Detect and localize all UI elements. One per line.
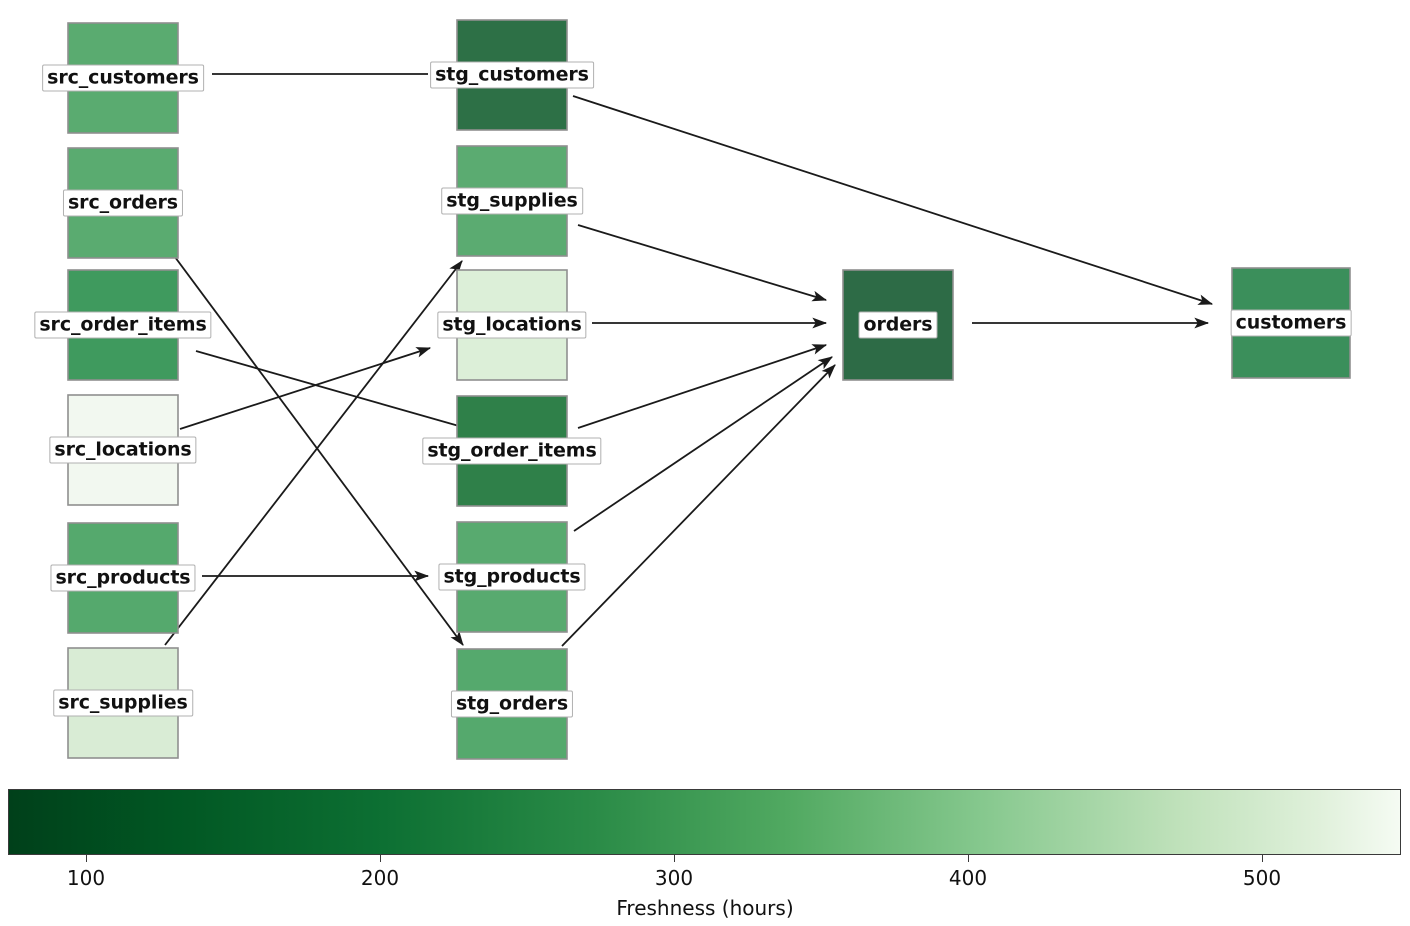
node-label-customers[interactable]: customers (1230, 309, 1352, 337)
node-label-stg_order_items[interactable]: stg_order_items (422, 437, 602, 465)
node-label-stg_locations[interactable]: stg_locations (437, 311, 587, 339)
node-label-orders[interactable]: orders (858, 311, 938, 339)
node-label-src_products[interactable]: src_products (50, 564, 196, 592)
colorbar-tick-mark-100 (86, 855, 87, 862)
colorbar-tick-mark-400 (968, 855, 969, 862)
node-label-stg_customers[interactable]: stg_customers (430, 61, 594, 89)
colorbar-title: Freshness (hours) (616, 896, 794, 920)
node-label-src_customers[interactable]: src_customers (42, 64, 204, 92)
node-label-stg_products[interactable]: stg_products (438, 563, 586, 591)
colorbar-tick-label-400: 400 (948, 866, 988, 890)
node-label-stg_supplies[interactable]: stg_supplies (441, 187, 583, 215)
edges-layer (164, 73, 1214, 647)
node-label-stg_orders[interactable]: stg_orders (450, 690, 574, 718)
node-label-src_supplies[interactable]: src_supplies (53, 689, 193, 717)
edge-stg_orders-to-orders (561, 364, 836, 647)
colorbar-tick-label-100: 100 (66, 866, 106, 890)
colorbar-tick-label-300: 300 (654, 866, 694, 890)
colorbar (8, 789, 1401, 855)
edge-src_locations-to-stg_locations (179, 347, 432, 430)
colorbar-tick-label-500: 500 (1242, 866, 1282, 890)
colorbar-tick-mark-500 (1262, 855, 1263, 862)
edge-stg_supplies-to-orders (577, 224, 828, 302)
node-label-src_locations[interactable]: src_locations (49, 436, 197, 464)
colorbar-gradient (9, 790, 1400, 854)
edge-stg_products-to-orders (573, 356, 833, 532)
colorbar-tick-label-200: 200 (360, 866, 400, 890)
node-label-src_order_items[interactable]: src_order_items (34, 311, 212, 339)
colorbar-tick-mark-200 (380, 855, 381, 862)
edge-stg_order_items-to-orders (577, 344, 828, 429)
edge-stg_customers-to-customers (572, 95, 1214, 305)
edge-src_order_items-to-stg_order_items (195, 350, 482, 434)
node-label-src_orders[interactable]: src_orders (62, 189, 184, 217)
nodes-layer (67, 19, 1351, 760)
colorbar-tick-mark-300 (674, 855, 675, 862)
edge-src_supplies-to-stg_supplies (164, 260, 463, 646)
